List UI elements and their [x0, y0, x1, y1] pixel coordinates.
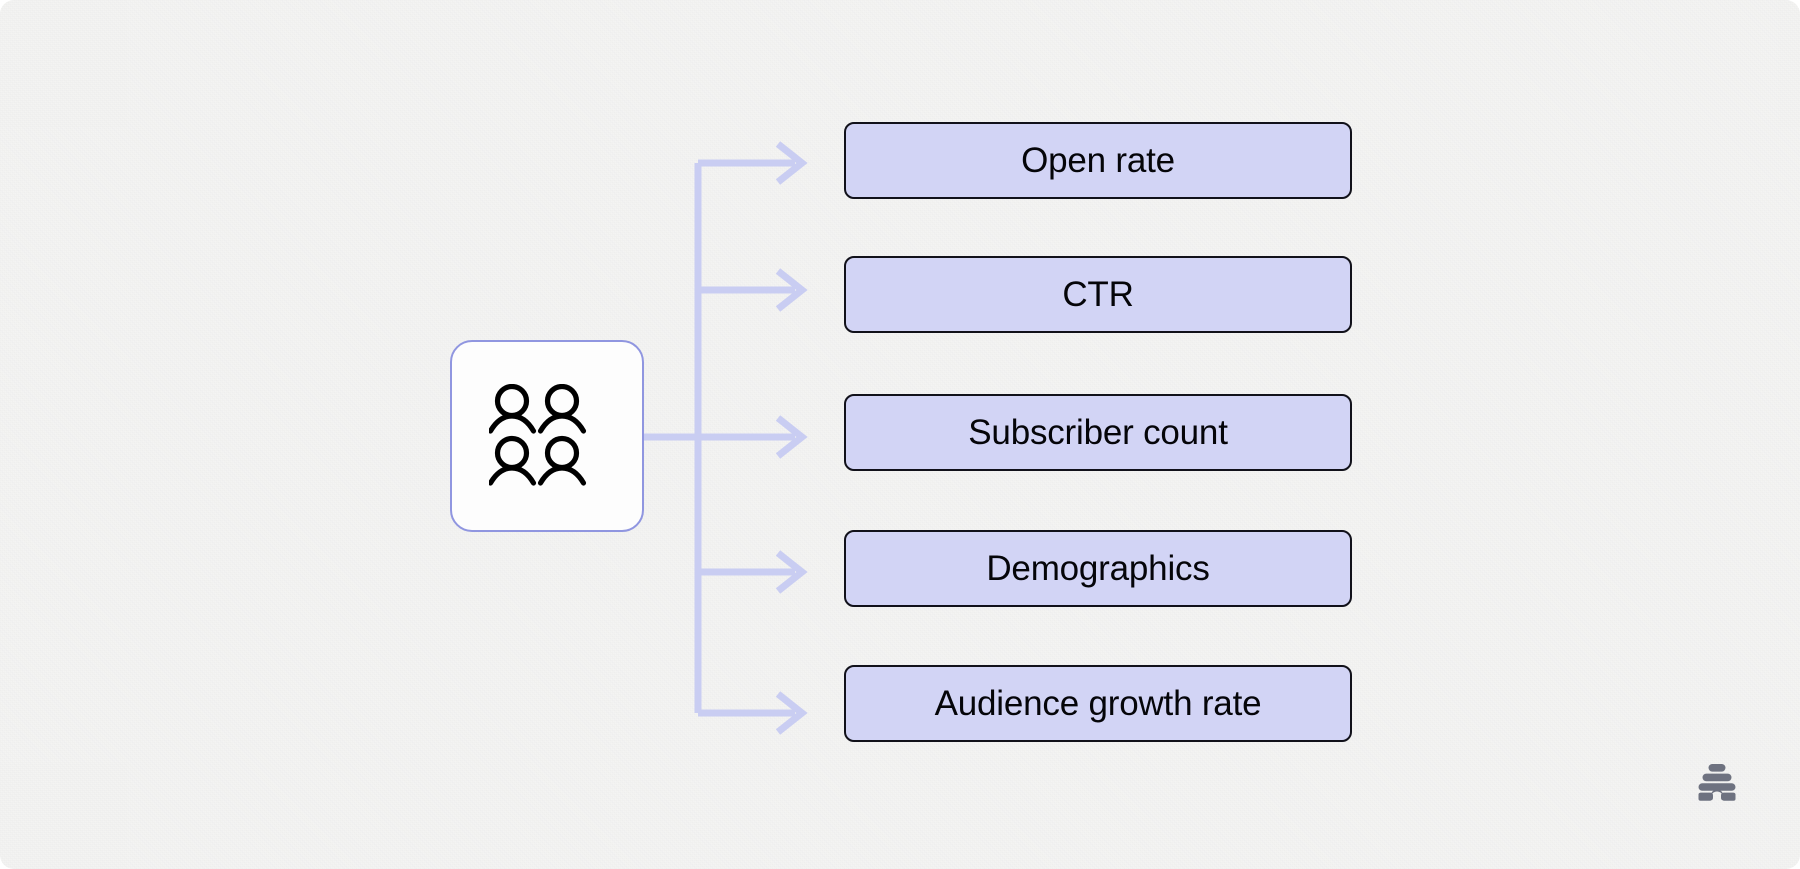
- arrowhead-5: [775, 691, 808, 735]
- metric-box-ctr[interactable]: CTR: [844, 256, 1352, 333]
- metric-label: Audience growth rate: [934, 684, 1262, 723]
- metric-box-audience-growth-rate[interactable]: Audience growth rate: [844, 665, 1352, 742]
- beehive-logo-icon: [1694, 760, 1740, 804]
- metric-box-subscriber-count[interactable]: Subscriber count: [844, 394, 1352, 471]
- users-group-icon: [489, 384, 605, 488]
- arrowhead-2: [775, 268, 808, 312]
- metric-label: Subscriber count: [968, 413, 1228, 452]
- metric-box-open-rate[interactable]: Open rate: [844, 122, 1352, 199]
- metric-label: CTR: [1062, 275, 1134, 314]
- metric-label: Open rate: [1021, 141, 1175, 180]
- arrowhead-1: [775, 141, 808, 185]
- arrowhead-3: [775, 415, 808, 459]
- metric-box-demographics[interactable]: Demographics: [844, 530, 1352, 607]
- metric-label: Demographics: [986, 549, 1210, 588]
- arrowhead-4: [775, 550, 808, 594]
- source-node-audience[interactable]: [450, 340, 644, 532]
